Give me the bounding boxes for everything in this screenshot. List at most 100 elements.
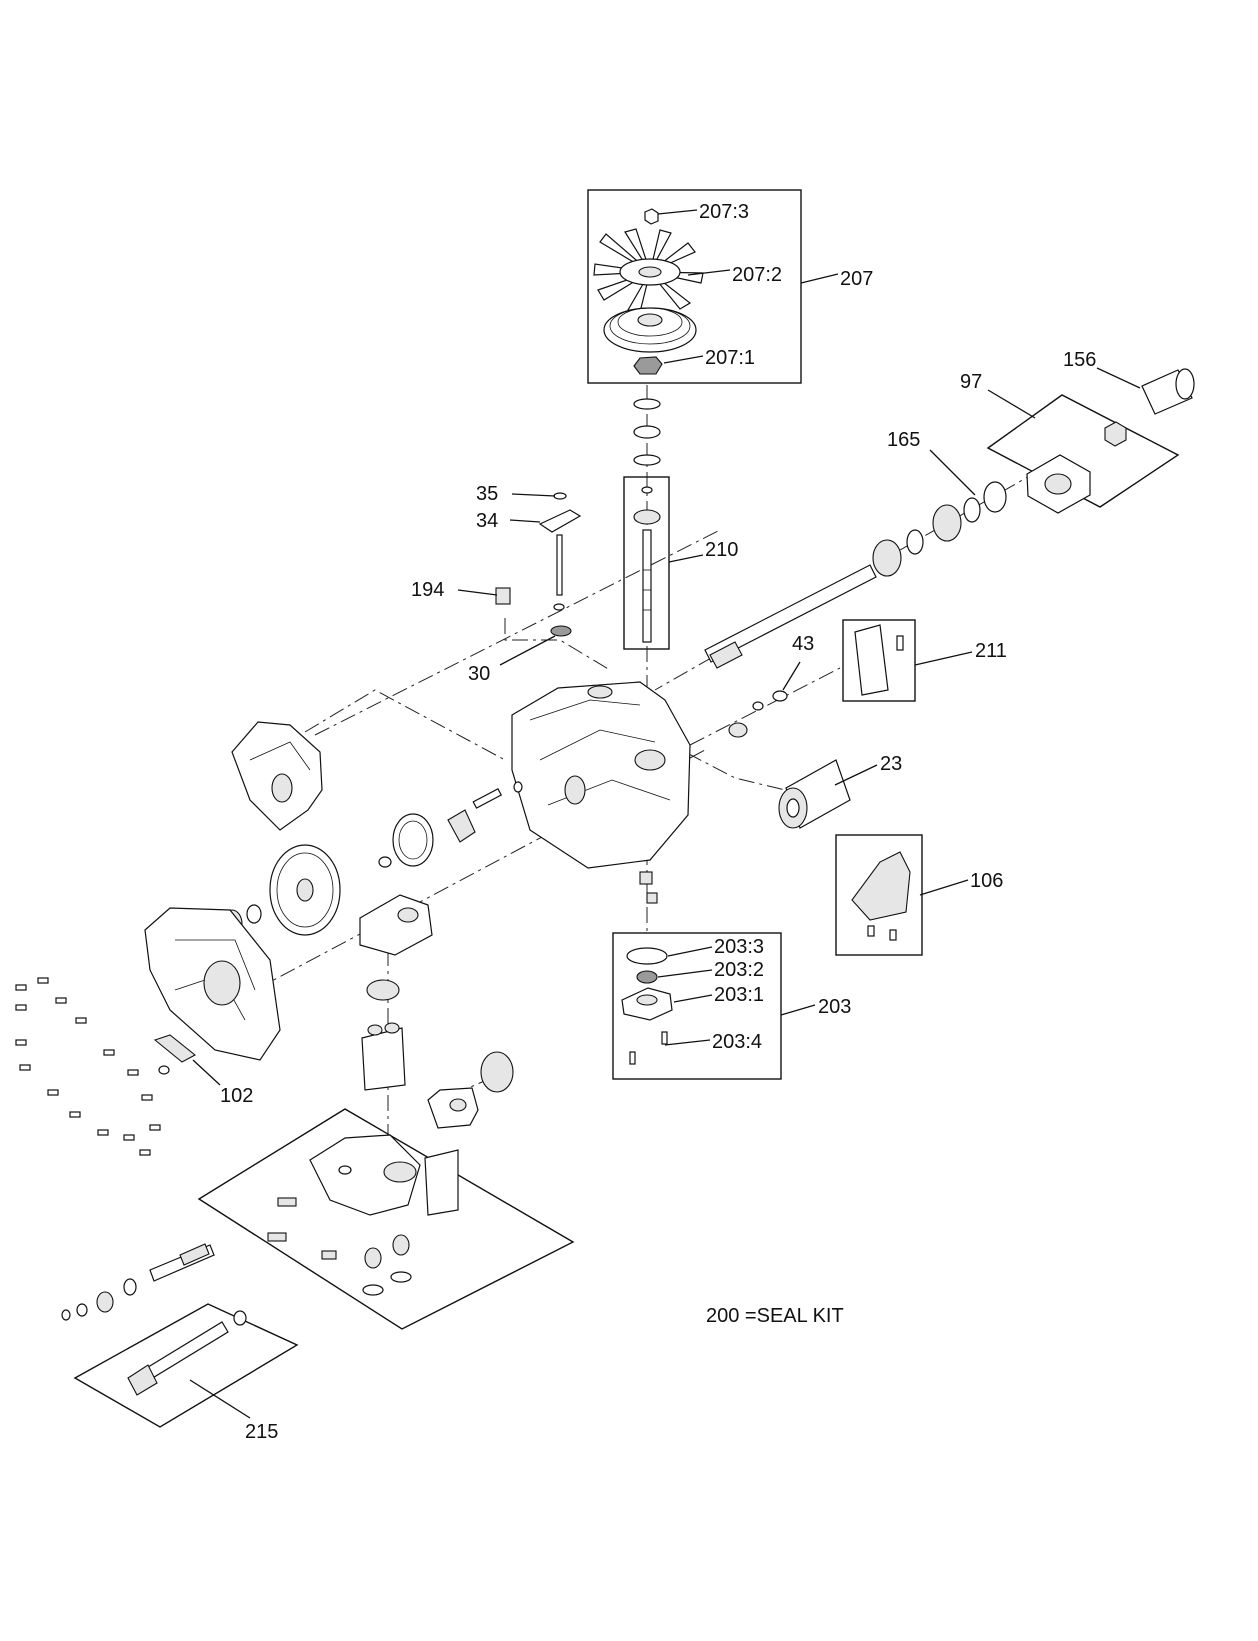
motor-thrust-bearing [480,1051,514,1093]
idler-washer [513,781,523,793]
bypass-plate [854,624,889,696]
cover-bolt-a [661,1031,668,1045]
filter-guide-line [686,752,786,791]
pin-guide-line [504,618,611,671]
callout-203-1: 203:1 [714,984,764,1006]
main-housing [511,681,691,869]
kit-box-211 [842,619,916,702]
fan-pulley-assembly [593,208,704,375]
small-plug [752,701,764,711]
shaft-seal [550,625,572,637]
check-valve-b [392,1234,410,1256]
charge-pump-rotor [636,970,658,984]
axle-bearing-a [872,539,902,577]
lower-case-half [144,907,281,1061]
pump-fitting-a [277,1197,297,1207]
callout-211: 211 [975,640,1007,662]
axle-shaft [704,564,877,669]
callout-165: 165 [887,429,920,451]
callout-210: 210 [705,539,738,561]
leader-lines [189,209,1141,1419]
washer-a [633,398,661,410]
axle-washer-c [246,904,262,924]
idler-shaft [472,787,503,809]
vent-plug [495,587,511,605]
callout-207-3: 207:3 [699,201,749,223]
center-section [359,894,433,956]
kit-box-203 [612,932,782,1080]
case-bolts [15,977,161,1156]
callout-102: 102 [220,1085,253,1107]
retaining-ring [553,492,567,500]
kit-box-215 [73,1303,299,1428]
gear-centerline [254,749,706,991]
reduction-gear [392,813,434,867]
callout-215: 215 [245,1421,278,1443]
bypass-bearing [728,722,748,738]
callout-23: 23 [880,753,902,775]
motor-clip [61,1309,71,1321]
callout-106: 106 [970,870,1003,892]
gear-washer [378,856,392,868]
shaft-washer [553,603,565,611]
callout-203: 203 [818,996,851,1018]
motor-washer [123,1278,137,1296]
fan-hub [633,356,663,375]
guard-screw-a [867,925,875,937]
drive-pulley [603,307,697,353]
cover-bolt-b [629,1051,636,1065]
motor-gear [96,1291,114,1313]
pinion-gear [447,809,476,843]
cover-centerline [314,529,721,736]
control-shaft [556,534,563,596]
washer-b [633,425,661,439]
valve-seal-a [362,1284,384,1296]
motor-ring [76,1303,88,1317]
plate-screw [896,635,904,651]
bypass-washer [158,1065,170,1075]
cover-guide-line [304,689,506,761]
input-shaft-assembly [633,486,661,643]
kit-box-207 [587,189,802,384]
pump-fitting-c [321,1250,337,1260]
pump-center-block [309,1134,421,1216]
guard-screw-b [889,929,897,941]
pulley-nut [644,208,659,225]
check-valve-a [364,1247,382,1269]
axle-retaining-ring [963,497,981,523]
callout-labels: 207:3 207:2 207 207:1 156 97 165 35 34 2… [220,201,1096,1443]
callout-203-4: 203:4 [712,1031,762,1053]
callout-203-3: 203:3 [714,936,764,958]
pump-bearing [366,979,400,1001]
callout-43: 43 [792,633,814,655]
drain-plug-a [639,871,653,885]
callout-207-1: 207:1 [705,347,755,369]
valve-seal-b [390,1271,412,1283]
drain-plug-b [646,892,658,904]
callout-207: 207 [840,268,873,290]
callout-203-2: 203:2 [714,959,764,981]
charge-pump-o-ring [626,947,668,965]
control-arm [538,509,582,533]
axle-spacer [983,481,1007,513]
kit-box-pump [197,1108,575,1330]
axle-washer-a [906,529,924,555]
motor-shaft [149,1243,215,1282]
axle-sleeve [1141,368,1195,415]
callout-194: 194 [411,579,444,601]
side-cover [231,721,323,831]
charge-pump-cover [621,987,673,1021]
callout-34: 34 [476,510,498,532]
axle-bearing-b [932,504,962,542]
callout-207-2: 207:2 [732,264,782,286]
pump-fitting-b [267,1232,287,1242]
fan-guard [851,851,911,921]
cooling-fan [593,228,704,313]
wheel-hub [1026,454,1091,514]
bypass-arm [153,1034,196,1063]
callout-30: 30 [468,663,490,685]
bull-gear [269,844,341,936]
oil-filter [778,759,851,829]
callout-35: 35 [476,483,498,505]
